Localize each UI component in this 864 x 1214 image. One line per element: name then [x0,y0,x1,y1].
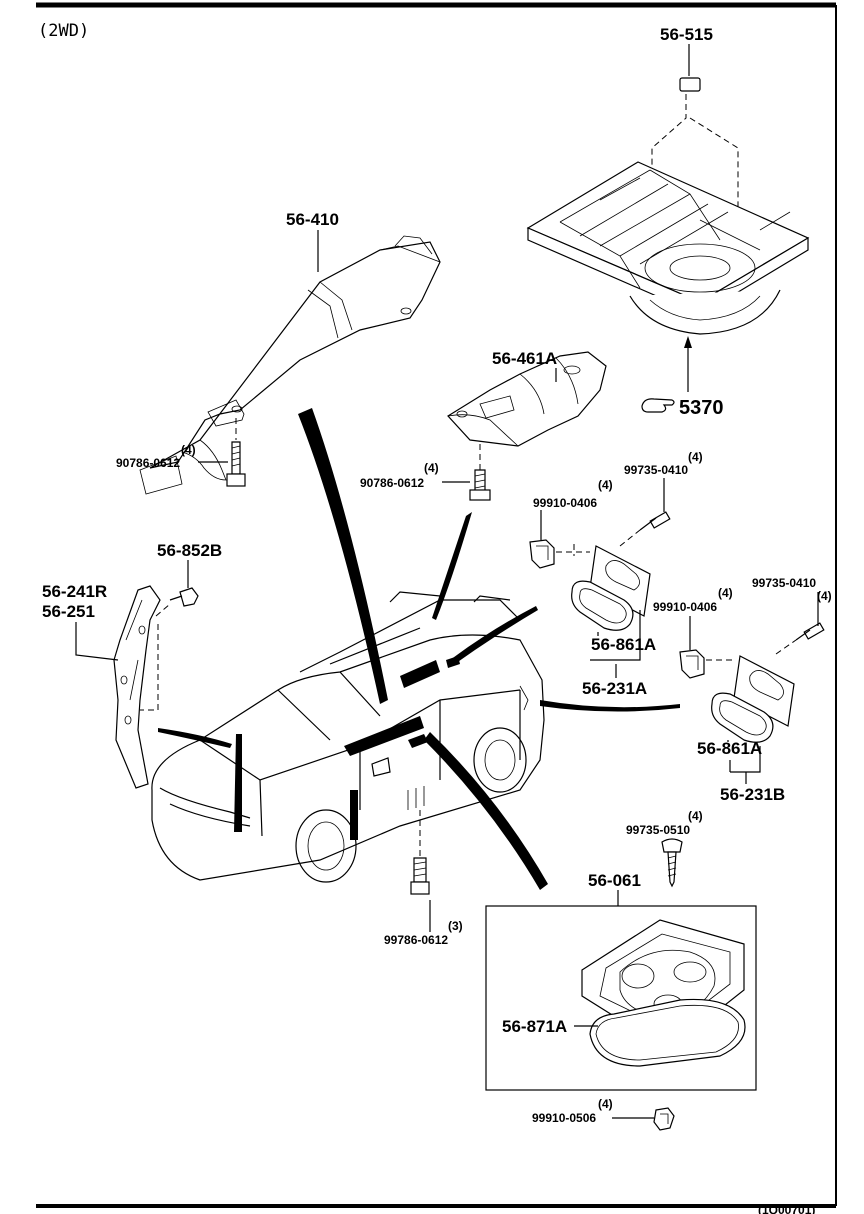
qty-99735-a: (4) [688,450,703,464]
qty-99735-c: (4) [688,809,703,823]
floor-pan-drawing [526,77,810,392]
qty-99910-a: (4) [598,478,613,492]
service-cover-box [485,905,757,1091]
part-56-061: 56-061 [588,871,641,890]
part-99910-0506: 99910-0506 [532,1111,596,1125]
bracket-group-56-231A [529,511,671,631]
vehicle-outline [151,591,545,883]
part-56-251: 56-251 [42,602,95,621]
location-callouts [158,408,680,890]
qty-90786-a: (4) [181,443,196,457]
qty-99786: (3) [448,919,463,933]
screw-99735-0510 [661,838,683,888]
qty-99735-b: (4) [817,589,832,603]
part-56-231A: 56-231A [582,679,647,698]
part-90786-0612-b: 90786-0612 [360,476,424,490]
side-trim-56-241R [113,585,199,789]
part-56-871A: 56-871A [502,1017,567,1036]
part-56-852B: 56-852B [157,541,222,560]
variant-label: (2WD) [38,21,89,41]
part-99786-0612: 99786-0612 [384,933,448,947]
part-56-861A-b: 56-861A [697,739,762,758]
clip-nut-99910-0506 [653,1107,675,1131]
part-99910-0406-b: 99910-0406 [653,600,717,614]
page-frame [36,2,837,1208]
ref-5370: 5370 [679,397,724,419]
part-99910-0406-a: 99910-0406 [533,496,597,510]
footer-code: (1Q00701) [758,1203,815,1214]
qty-99910-b: (4) [718,586,733,600]
part-99735-0410-a: 99735-0410 [624,463,688,477]
heat-insulator-56-461A [447,351,607,501]
part-56-461A: 56-461A [492,349,557,368]
bracket-group-56-231B [679,622,825,743]
part-90786-0612-a: 90786-0612 [116,456,180,470]
part-56-410: 56-410 [286,210,339,229]
part-56-231B: 56-231B [720,785,785,804]
service-hole-cover [581,919,746,1067]
heat-insulator-56-410 [139,235,441,495]
part-56-515: 56-515 [660,25,713,44]
stud-99786 [410,810,430,895]
part-99735-0410-b: 99735-0410 [752,576,816,590]
part-56-241R: 56-241R [42,582,107,601]
qty-90786-b: (4) [424,461,439,475]
pointing-hand-icon [641,398,675,413]
part-56-861A-a: 56-861A [591,635,656,654]
part-99735-0510: 99735-0510 [626,823,690,837]
qty-99910-c: (4) [598,1097,613,1111]
